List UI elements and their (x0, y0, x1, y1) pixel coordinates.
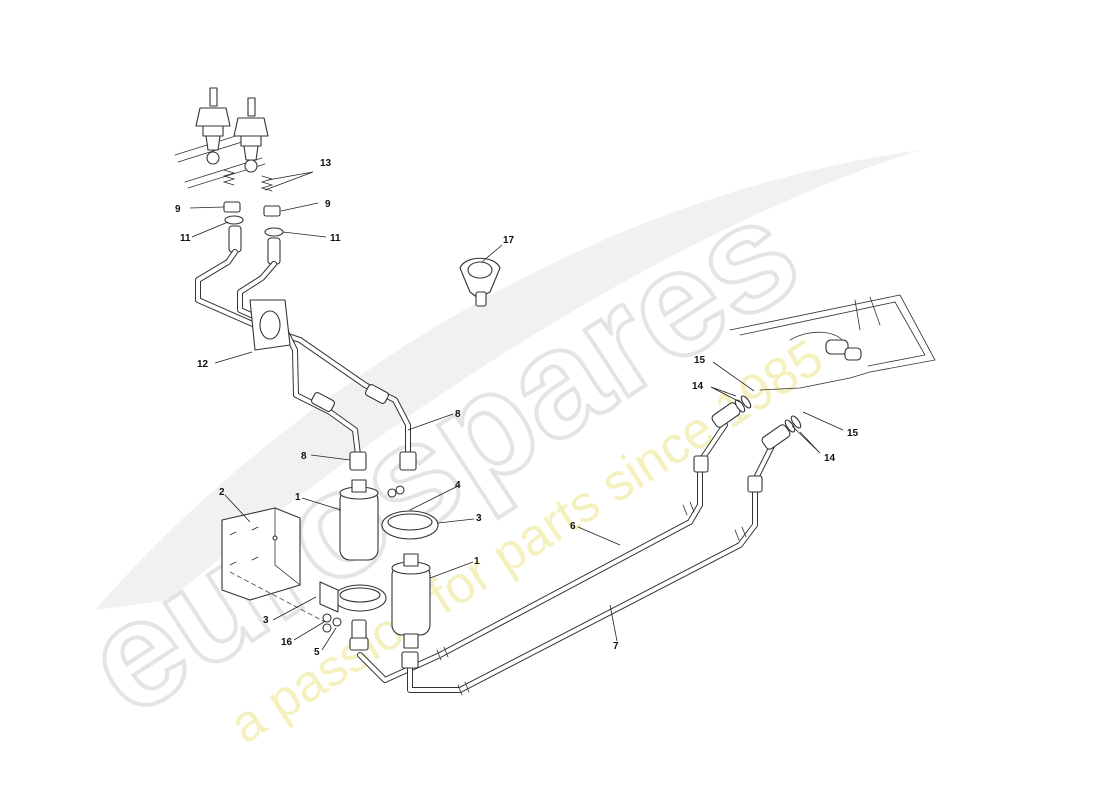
quick-connectors (711, 395, 802, 450)
clip-17 (459, 257, 501, 307)
fuel-filter-lower (391, 553, 431, 649)
callout-3-left: 3 (263, 615, 269, 626)
callout-1-bottom: 1 (474, 556, 480, 567)
callout-3-right: 3 (476, 513, 482, 524)
callout-15-top: 15 (694, 355, 706, 366)
callout-8-right: 8 (455, 409, 461, 420)
callout-14-top: 14 (692, 381, 704, 392)
callout-5: 5 (314, 647, 320, 658)
callout-14-bottom: 14 (824, 453, 836, 464)
callout-13: 13 (320, 158, 332, 169)
callout-12: 12 (197, 359, 209, 370)
callout-1-top: 1 (295, 492, 301, 503)
callout-labels: 13 9 9 11 11 17 12 15 14 8 15 8 14 2 4 1… (175, 158, 859, 658)
callout-6: 6 (570, 521, 576, 532)
callout-15-bottom: 15 (847, 428, 859, 439)
bracket-dashed (229, 571, 326, 623)
callout-9-left: 9 (175, 204, 181, 215)
callout-17: 17 (503, 235, 515, 246)
clamp-lower (319, 581, 387, 613)
clamp-upper (381, 485, 439, 540)
leader-lines (189, 171, 844, 651)
callout-2: 2 (219, 487, 225, 498)
callout-7: 7 (613, 641, 619, 652)
callout-4: 4 (455, 480, 461, 491)
callout-9-right: 9 (325, 199, 331, 210)
callout-16: 16 (281, 637, 293, 648)
long-pipes (357, 422, 778, 696)
callout-11-left: 11 (180, 233, 191, 244)
callout-11-right: 11 (330, 233, 341, 244)
grommet-12 (249, 299, 291, 351)
fuel-pipes (195, 249, 417, 471)
fuel-tank-outline (729, 294, 936, 391)
regulator-assembly (174, 87, 284, 265)
callout-8-left: 8 (301, 451, 307, 462)
fuel-filter-upper (339, 479, 379, 561)
watermark-swoosh (95, 150, 920, 610)
bracket-2 (221, 507, 301, 601)
fasteners (322, 613, 369, 651)
